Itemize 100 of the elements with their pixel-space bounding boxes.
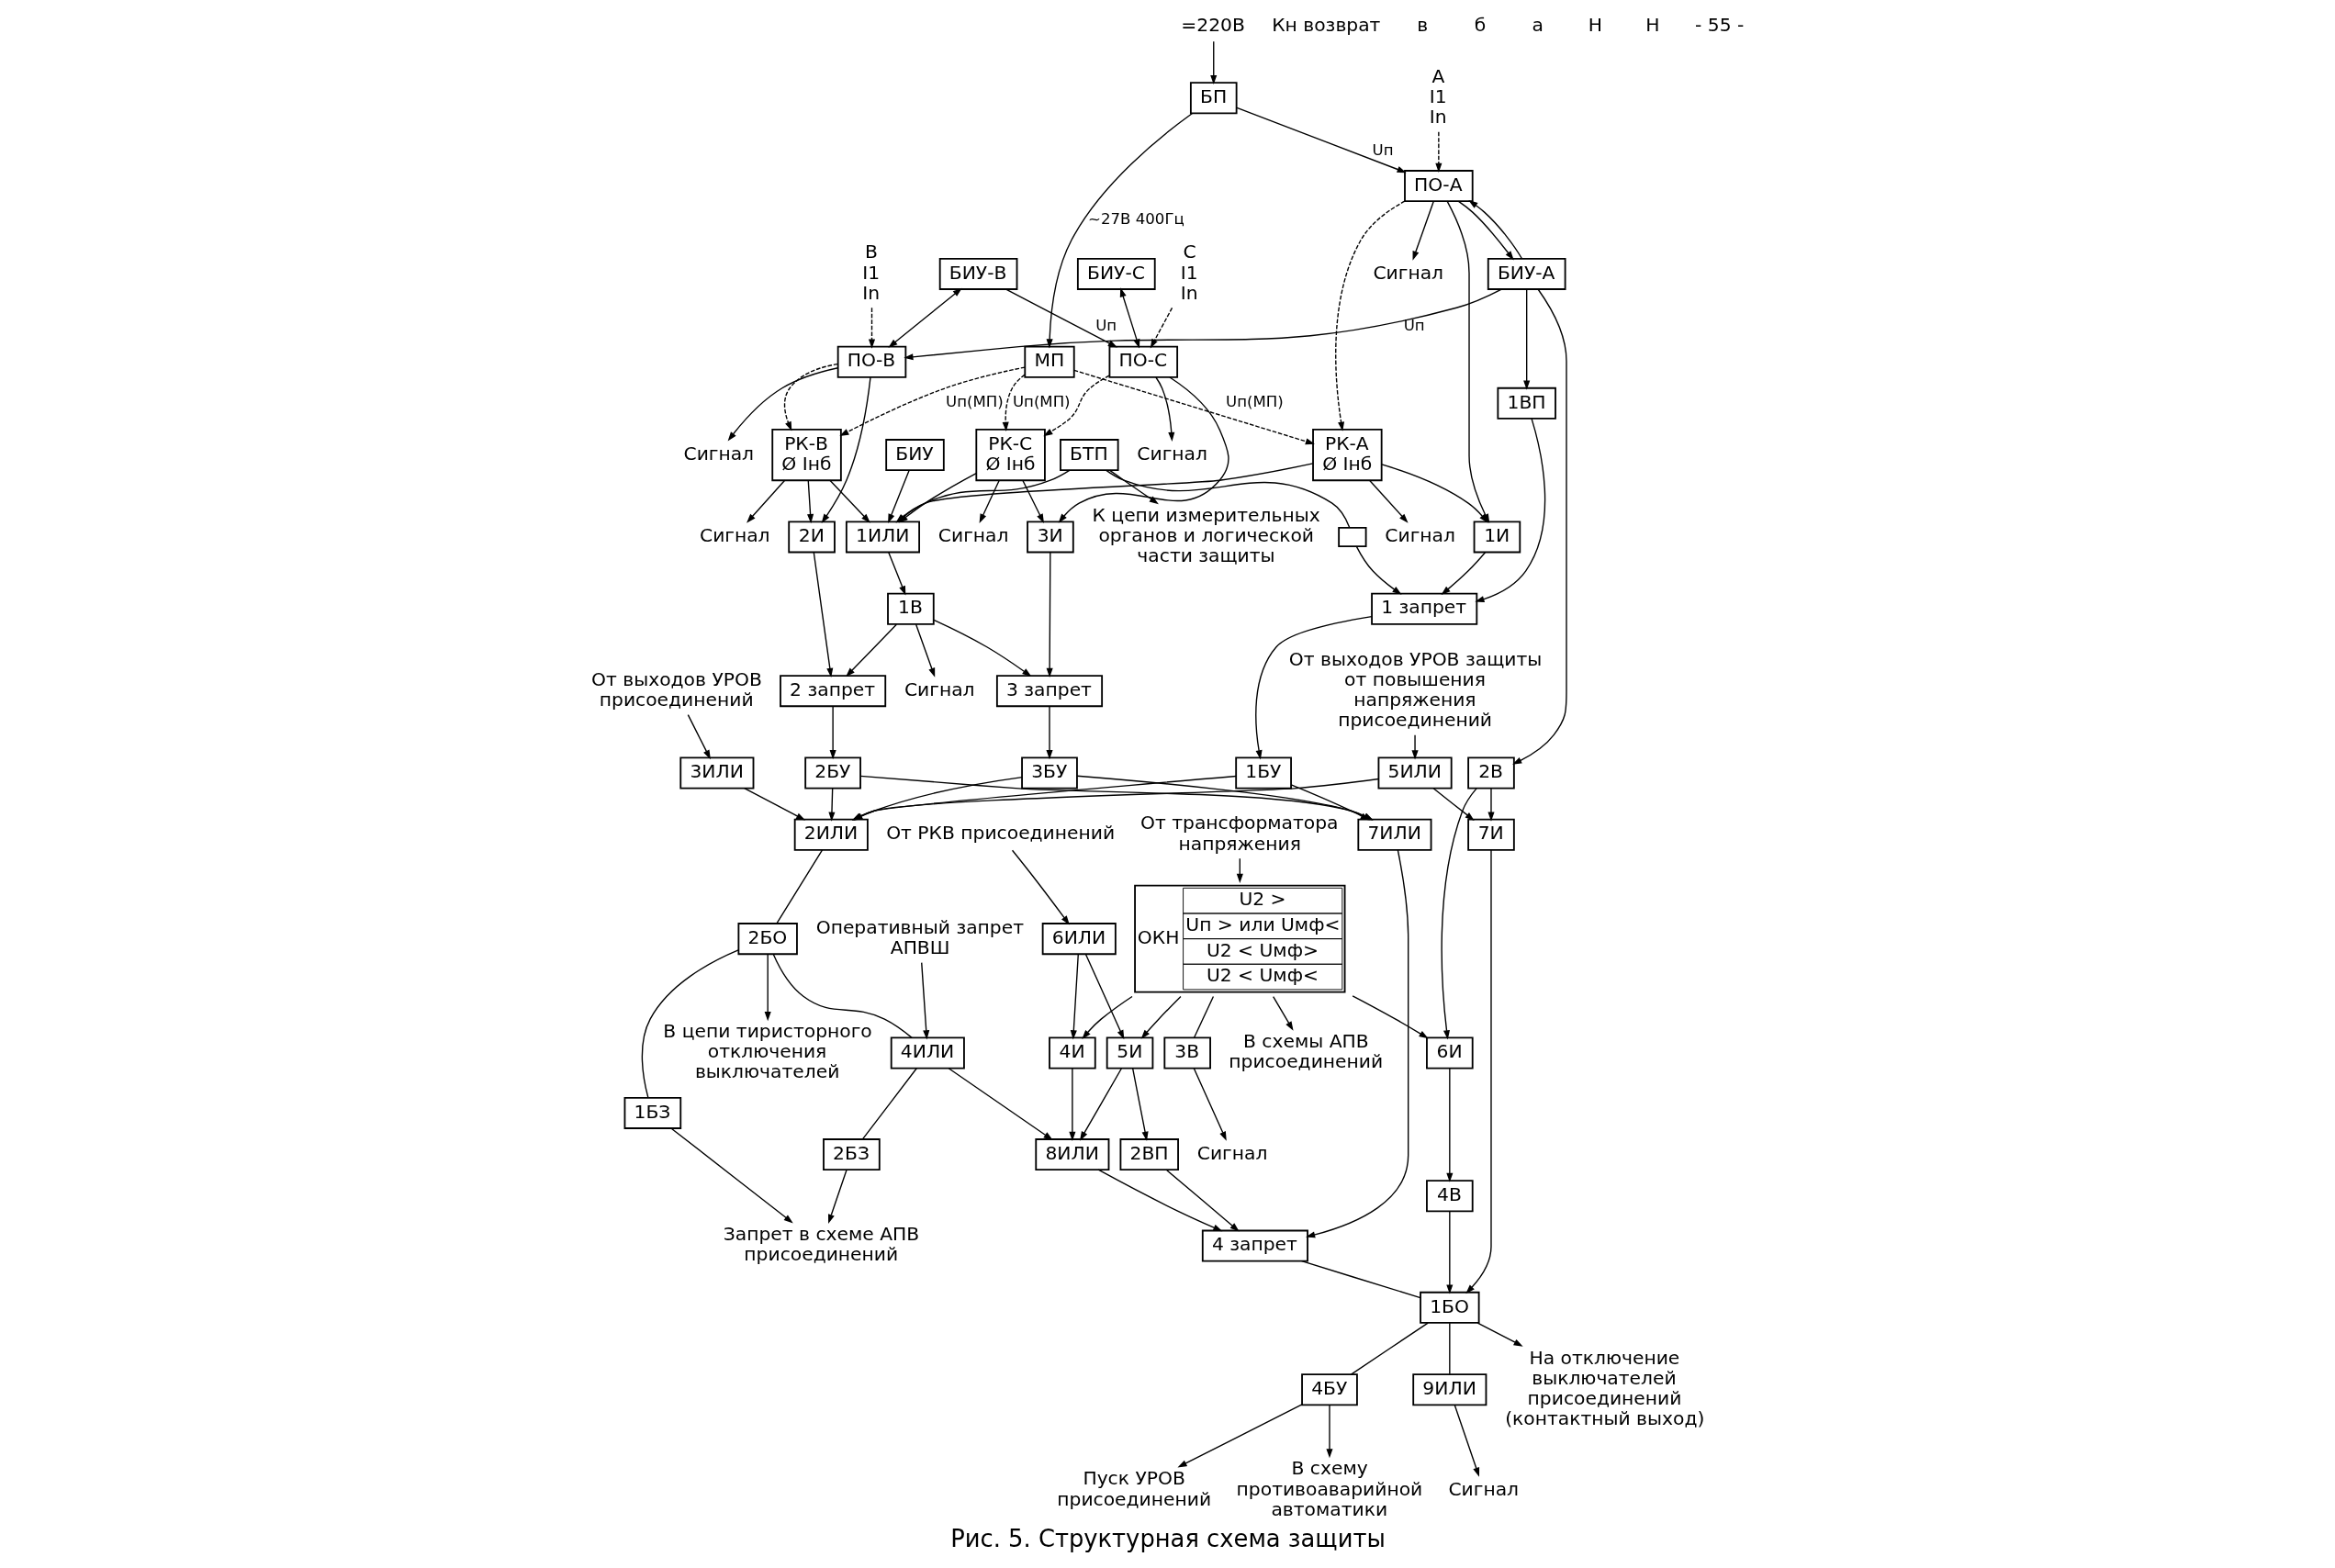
arrow [1272,995,1294,1031]
node-text: От выходов УРОВ защиты от повышения напряжения присоединений [1288,647,1542,731]
connector [1105,469,1350,529]
node-text: B [864,241,878,263]
arrow [1411,734,1419,760]
arrow [1070,953,1079,1040]
arrow [827,788,835,822]
edge-label: Uп(МП) [1225,393,1284,411]
node-box: БИУ [884,439,945,472]
caption: Рис. 5. Структурная схема защиты [949,1524,1386,1552]
arrow [1454,1404,1479,1477]
node-box: ПО-В [836,345,906,378]
connector [861,1068,917,1140]
label: б [1474,13,1486,36]
arrow [1045,705,1053,760]
node-box [1337,526,1367,547]
node-text: От трансформатора напряжения [1139,812,1339,855]
node-box: 2ВП [1119,1138,1179,1171]
connector [1350,1322,1429,1375]
arrow [1440,788,1477,1040]
arrow [948,1068,1053,1140]
node-text: Сигнал [1447,1477,1519,1500]
arrow [1351,995,1429,1039]
node-box: 1 запрет [1370,592,1477,625]
arrow [1457,200,1514,261]
node-text: В цепи тиристорного отключения выключателей [662,1020,872,1083]
edge-label: Uп [1403,317,1425,335]
arrow [1002,374,1026,431]
arrow [932,619,1031,678]
node-text: На отключение выключателей присоединений (контактный выход) [1504,1346,1704,1430]
node-box: 4В [1425,1180,1474,1213]
node-text: Сигнал [699,524,770,547]
arrow [1441,552,1486,595]
node-text: В схемы АПВ присоединений [1228,1030,1383,1073]
arrow [1487,788,1495,822]
arrow [1431,788,1475,821]
arrow [1081,995,1133,1039]
node-box: 5И [1106,1036,1153,1070]
arrow [1434,131,1442,173]
arrow [1140,995,1182,1039]
node-text: Сигнал [1136,442,1207,465]
connector [775,849,823,924]
node-text: Сигнал [1196,1141,1267,1164]
connector [1300,1260,1421,1299]
node-text: Сигнал [937,524,1008,547]
label: - 55 - [1694,13,1744,36]
node-box: 4ИЛИ [890,1036,965,1070]
label: Н [1645,13,1660,36]
arrow [821,376,871,523]
node-box: 5ИЛИ [1377,756,1453,790]
node-box: 2ИЛИ [793,818,869,851]
arrow [1334,200,1406,431]
node-text: Запрет в схеме АПВ присоединений [723,1223,919,1266]
arrow [1108,469,1159,505]
node-text: В схему противоаварийной автоматики [1236,1457,1422,1520]
node-box: 6И [1425,1036,1474,1070]
arrow [764,953,771,1022]
arrow [1368,479,1409,523]
arrow [979,479,1000,524]
arrow [838,366,1026,437]
arrow [1235,106,1407,174]
arrow [1522,288,1530,390]
node-label: I1 [1180,261,1198,284]
node-text: C [1183,241,1196,263]
node-box: ПО-А [1403,170,1474,203]
label: а [1531,13,1544,36]
node-text: К цепи измерительных органов и логической части защиты [1092,503,1320,567]
connector [771,953,913,1039]
node-box: 2БЗ [822,1138,881,1171]
node-label: I1 [1429,84,1447,107]
node-box: 2 запрет [779,675,886,708]
node-text: Сигнал [1384,524,1455,547]
arrow [1084,953,1124,1040]
arrow [920,961,929,1040]
node-box: 6ИЛИ [1041,923,1117,956]
node-box: 1БО [1419,1291,1480,1324]
node-box: 3И [1026,521,1074,554]
node-box: 2И [787,521,836,554]
arrow [687,713,711,760]
node-box: 1БУ [1234,756,1292,790]
arrow [1355,545,1402,595]
arrow [743,787,805,821]
label: Кн возврат [1271,13,1380,36]
node-box: 4 запрет [1201,1229,1308,1262]
arrow [1209,40,1217,85]
node-text: Сигнал [682,442,754,465]
arrow [1046,112,1193,349]
arrow [868,307,875,349]
node-box: 9ИЛИ [1411,1373,1487,1406]
node-box: 7И [1466,818,1515,851]
node-text: Сигнал [1372,261,1443,284]
arrow [1193,1068,1227,1141]
connector [1448,1322,1450,1375]
connector [1193,995,1214,1038]
arrow [1131,1068,1149,1141]
node-box: 3 запрет [995,675,1103,708]
arrow [1021,479,1044,523]
node-box: МП [1023,345,1075,378]
node-box: 3БУ [1020,756,1078,790]
arrow [1465,849,1492,1294]
